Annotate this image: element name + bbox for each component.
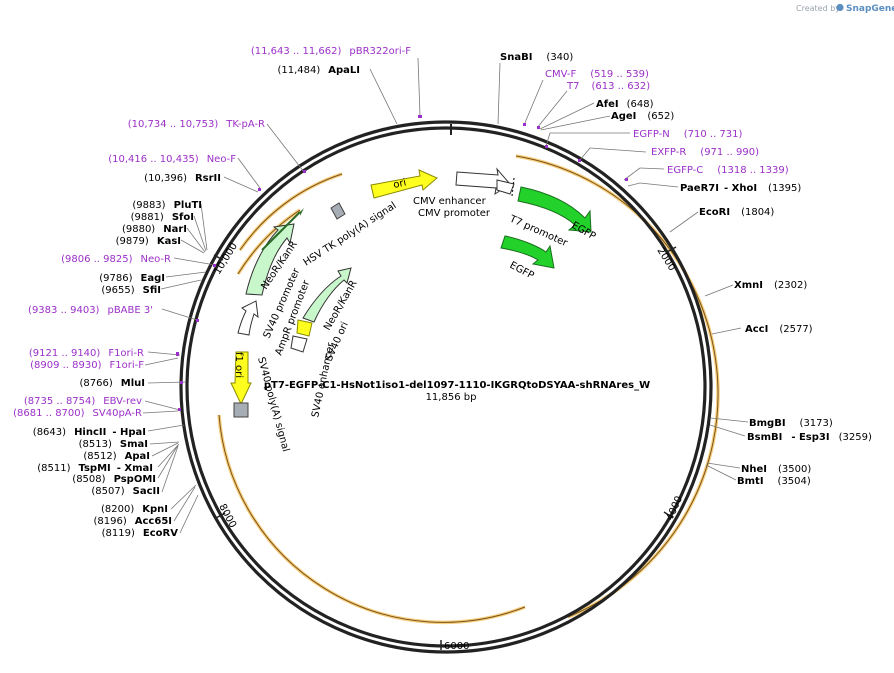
primer-f1ori-r: (9121 .. 9140)F1ori-R (29, 348, 144, 359)
cmv-promoter-arrow (496, 179, 515, 195)
neo-marker-head (300, 208, 304, 216)
arc-line-bottom (218, 414, 526, 623)
primer-sites: CMV-F(519 .. 539) T7(613 .. 632) EGFP-N(… (13, 46, 789, 419)
backbone-outer-ring (179, 120, 713, 654)
arc-line-top-left (239, 173, 343, 251)
f1-ori-label: f1 ori (233, 352, 244, 378)
site-afei: AfeI(648) (596, 99, 654, 110)
tick-marks (213, 246, 677, 650)
primer-cmv-f: CMV-F(519 .. 539) (545, 69, 649, 80)
site-pspomi: (8508)PspOMI (72, 474, 156, 485)
sv40-promoter-arrow-1 (237, 300, 259, 336)
site-ecorv: (8119)EcoRV (102, 528, 179, 539)
restriction-sites-right: SnaBI(340) AfeI(648) AgeI(652) PaeR7I- X… (500, 52, 872, 487)
site-mlui: (8766)MluI (80, 378, 145, 389)
site-smai: (8513)SmaI (79, 439, 148, 450)
sv40-enhancer-box (290, 335, 308, 353)
site-agei: AgeI(652) (611, 111, 674, 122)
ori-label: ori (392, 177, 407, 190)
site-nari: (9880)NarI (122, 224, 187, 235)
ori-arrow (370, 169, 438, 199)
site-sfii: (9655)SfiI (101, 285, 161, 296)
site-eagi: (9786)EagI (99, 273, 165, 284)
orange-arc-bottom (217, 414, 526, 625)
f1-ori-arrow (230, 351, 252, 406)
primer-sv40pa-r: (8681 .. 8700)SV40pA-R (13, 408, 142, 419)
site-pluti: (9883)PluTI (132, 200, 202, 211)
snapgene-logo-icon (836, 3, 844, 12)
site-kasi: (9879)KasI (116, 236, 181, 247)
site-ecori: EcoRI(1804) (699, 207, 774, 218)
site-hincii-hpai: (8643)HincII- HpaI (33, 427, 146, 438)
site-apai: (8512)ApaI (83, 451, 150, 462)
tick-label-10000: 10,000 (212, 241, 240, 277)
primer-egfp-n: EGFP-N(710 .. 731) (633, 129, 743, 140)
neo-kanr-arrow-2 (302, 267, 352, 323)
primer-pbr322ori-f: (11,643 .. 11,662)pBR322ori-F (251, 46, 411, 57)
sv40-ori-box (296, 319, 313, 337)
site-snabi: SnaBI(340) (500, 52, 573, 63)
primer-t7: T7(613 .. 632) (566, 81, 650, 92)
sv40-polya-label: SV40 poly(A) signal (255, 356, 291, 453)
snapgene-brand: SnapGene (846, 4, 894, 14)
t7-promoter-mark (511, 177, 515, 197)
primer-tk-pa-r: (10,734 .. 10,753)TK-pA-R (128, 119, 265, 130)
site-apali: (11,484)ApaLI (277, 65, 360, 76)
neo-kanr-marker (261, 211, 301, 251)
arc-line-egfp-region (515, 155, 719, 618)
cmv-promoter-label: CMV promoter (418, 208, 491, 219)
arc-line-neo (237, 209, 301, 275)
site-xmni: XmnI(2302) (734, 280, 807, 291)
leader-lines (142, 57, 749, 534)
hsv-tk-polya-label: HSV TK poly(A) signal (302, 200, 399, 268)
tick-label-6000: 6000 (444, 641, 469, 652)
primer-neo-r: (9806 .. 9825)Neo-R (61, 254, 171, 265)
backbone-inner-ring (185, 126, 707, 648)
plasmid-name: pT7-EGFP-C1-HsNot1iso1-del1097-1110-IKGR… (264, 380, 650, 391)
primer-neo-f: (10,416 .. 10,435)Neo-F (108, 154, 236, 165)
primer-ebv-rev: (8735 .. 8754)EBV-rev (24, 396, 142, 407)
hsv-tk-polya-box (330, 202, 346, 220)
egfp-label-second: EGFP (508, 260, 536, 282)
created-by-text: Created by (796, 4, 840, 13)
site-bsmbi-esp3i: BsmBI- Esp3I(3259) (747, 432, 872, 443)
primer-pbabe-3: (9383 .. 9403)pBABE 3' (28, 305, 153, 316)
site-acc65i: (8196)Acc65I (94, 516, 173, 527)
annotation-arcs (217, 154, 720, 625)
site-sfoi: (9881)SfoI (131, 212, 194, 223)
egfp-arrow-second (500, 235, 555, 269)
plasmid-size: 11,856 bp (426, 392, 477, 403)
site-tspmi-xmai: (8511)TspMI- XmaI (37, 463, 153, 474)
sv40-polya-box (233, 402, 249, 418)
neo-kanr-arrow-1 (245, 223, 295, 296)
cmv-enhancer-label: CMV enhancer (413, 196, 487, 207)
features (230, 167, 592, 418)
site-bmti: BmtI(3504) (737, 476, 811, 487)
site-acci: AccI(2577) (745, 324, 813, 335)
site-kpni: (8200)KpnI (101, 504, 168, 515)
primer-egfp-c: EGFP-C(1318 .. 1339) (667, 165, 789, 176)
primer-f1ori-f: (8909 .. 8930)F1ori-F (30, 360, 144, 371)
restriction-sites-left: (11,484)ApaLI (10,396)RsrII (9883)PluTI … (33, 65, 360, 539)
site-rsrii: (10,396)RsrII (144, 173, 221, 184)
site-bmgbi: BmgBI(3173) (749, 418, 833, 429)
primer-exfp-r: EXFP-R(971 .. 990) (651, 147, 759, 158)
egfp-arrow-main (517, 186, 592, 233)
primer-marks (176, 115, 628, 411)
site-sacii: (8507)SacII (91, 486, 160, 497)
site-paer7i-xhoi: PaeR7I- XhoI(1395) (680, 183, 801, 194)
site-nhei: NheI(3500) (741, 464, 811, 475)
